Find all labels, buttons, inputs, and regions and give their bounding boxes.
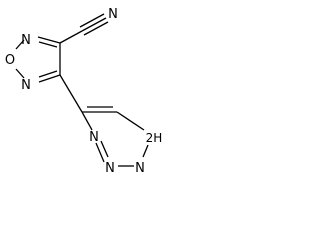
bond-c3-nitrile-c bbox=[59, 30, 83, 44]
atom-nh-prefix: 2 bbox=[146, 131, 154, 145]
bond-c4-n-bottom bbox=[38, 74, 61, 83]
bond-n-left-n-bottom-double bbox=[100, 140, 109, 158]
bond-nitrile-triple-3 bbox=[83, 21, 109, 36]
atom-n-furazan-bottom: N bbox=[21, 78, 31, 93]
atom-nh-label: H bbox=[153, 131, 162, 145]
bond-nitrile-triple-2 bbox=[79, 13, 105, 28]
bond-o-n-top bbox=[15, 39, 25, 50]
bond-n-bottom-o bbox=[15, 68, 25, 79]
bond-n-top-c3-double bbox=[38, 41, 58, 48]
bond-n-bottom-right-nh bbox=[142, 144, 149, 158]
atom-o-furazan: O bbox=[5, 53, 15, 68]
atom-n-tetrazole-left: N bbox=[89, 130, 99, 145]
atom-n-nitrile: N bbox=[108, 7, 118, 22]
bond-c4-n-bottom-double bbox=[38, 70, 58, 78]
chemical-structure: N O N N N N N 2H bbox=[5, 7, 163, 176]
atom-nh-tetrazole: 2H bbox=[146, 131, 163, 145]
atom-n-tetrazole-bottom-left: N bbox=[105, 161, 115, 176]
bond-n-top-c3 bbox=[37, 36, 61, 44]
bond-c4-tetrazole bbox=[59, 74, 83, 113]
bond-n-left-n-bottom bbox=[95, 142, 105, 163]
atom-n-tetrazole-bottom-right: N bbox=[135, 161, 145, 176]
bond-nitrile-triple-1 bbox=[81, 17, 107, 32]
bond-nh-c5 bbox=[116, 111, 145, 131]
bond-c5-n-left bbox=[81, 111, 93, 131]
atom-n-furazan-top: N bbox=[21, 33, 31, 48]
